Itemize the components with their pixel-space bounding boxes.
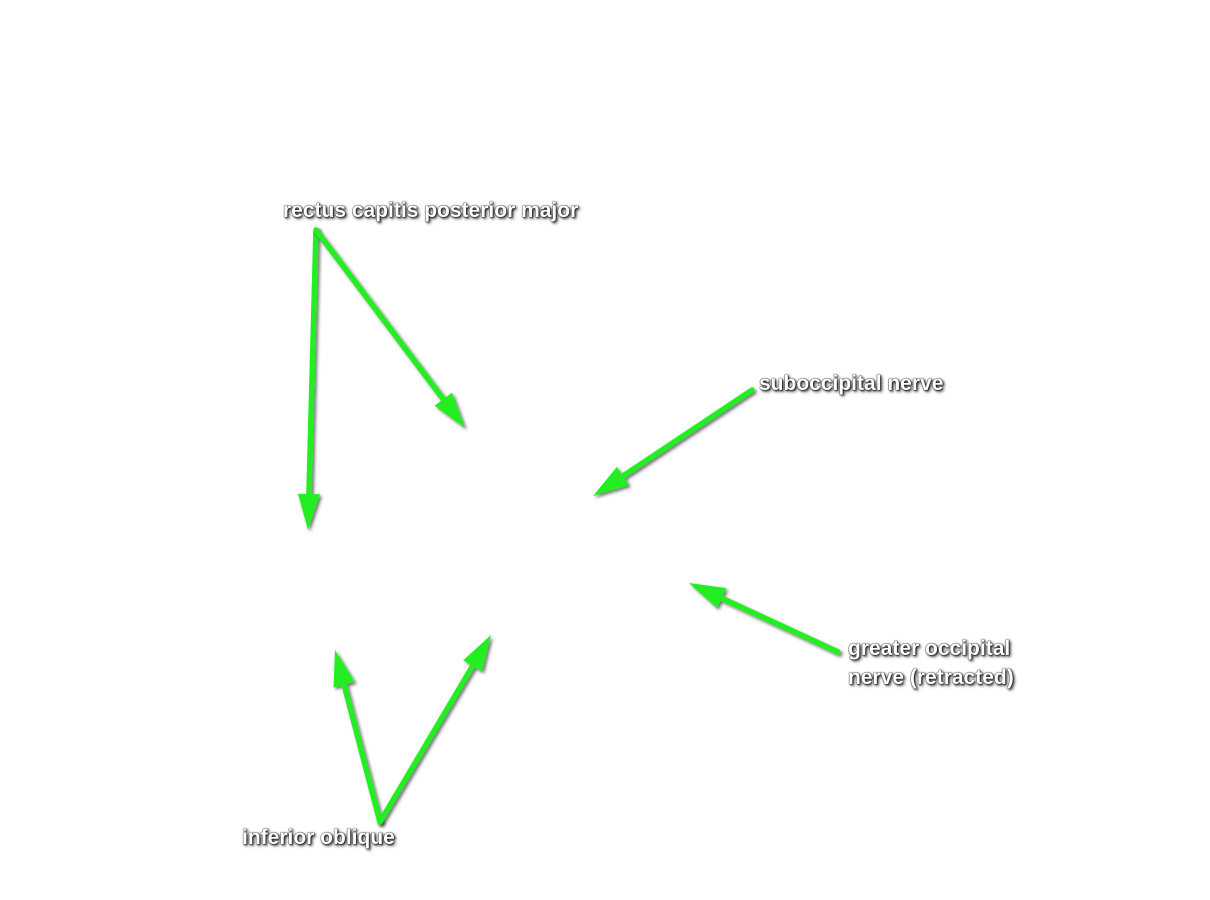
- label-rectus-capitis-posterior-major: rectus capitis posterior major: [283, 199, 579, 222]
- arrow-rcpm-left-shaft: [306, 227, 319, 501]
- label-greater-occipital-nerve-line1: greater occipital: [848, 637, 1011, 660]
- label-greater-occipital-nerve: greater occipital nerve (retracted): [848, 634, 1014, 692]
- label-inferior-oblique: inferior oblique: [242, 826, 395, 849]
- arrow-inferior-oblique-right: [377, 635, 491, 825]
- arrow-inferior-oblique-left-shaft: [340, 678, 383, 825]
- label-suboccipital-nerve: suboccipital nerve: [759, 372, 944, 395]
- arrow-inferior-oblique-right-shaft: [377, 659, 478, 825]
- arrow-greater-occipital-nerve: [689, 583, 841, 655]
- label-greater-occipital-nerve-line2: nerve (retracted): [848, 666, 1014, 689]
- arrow-inferior-oblique-right-head: [463, 635, 491, 672]
- arrow-inferior-oblique-left-head: [333, 650, 355, 688]
- arrow-suboccipital-nerve-head: [593, 466, 630, 496]
- arrow-rcpm-left: [298, 227, 320, 530]
- arrow-greater-occipital-nerve-head: [689, 583, 727, 609]
- arrow-suboccipital-nerve-shaft: [616, 387, 755, 481]
- arrow-rcpm-right-shaft: [313, 227, 449, 406]
- arrow-rcpm-left-head: [298, 493, 320, 530]
- arrow-rcpm-right: [313, 227, 465, 428]
- arrow-greater-occipital-nerve-shaft: [715, 593, 841, 655]
- arrow-suboccipital-nerve: [593, 387, 755, 496]
- arrow-rcpm-right-head: [434, 392, 465, 428]
- arrow-inferior-oblique-left: [333, 650, 383, 825]
